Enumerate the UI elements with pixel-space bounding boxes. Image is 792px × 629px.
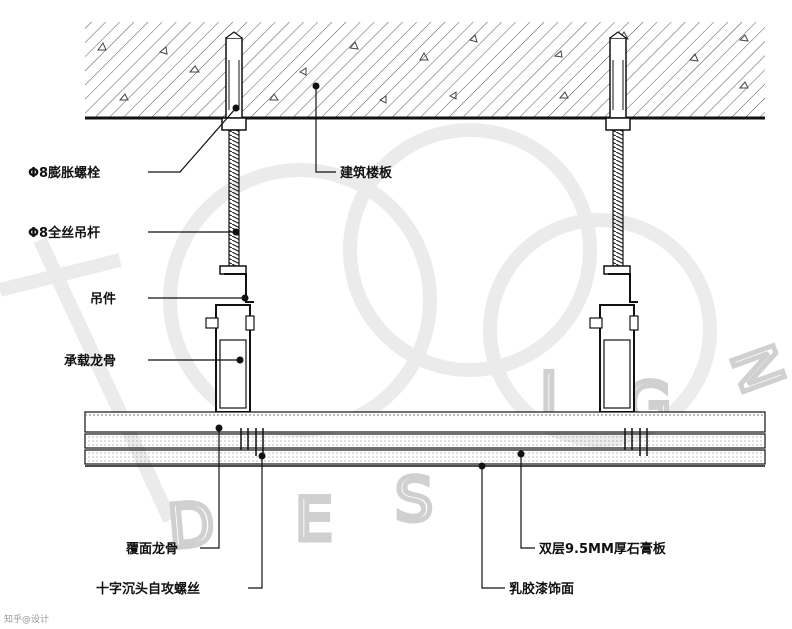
expansion-bolt-right [609,37,627,119]
svg-text:N: N [716,336,792,402]
cover-keel-band [84,411,766,433]
main-keel-left [215,304,251,413]
watermark-corner-text: 知乎@设计 [4,613,49,625]
screws [240,428,648,456]
label-screw: 十字沉头自攻螺丝 [96,581,200,597]
leader-lines [148,86,535,589]
label-cover-keel: 覆面龙骨 [126,541,178,557]
svg-text:S: S [395,465,433,535]
label-floor-slab: 建筑楼板 [340,165,393,181]
hanger-assembly-right [589,31,639,413]
label-threaded-rod: Φ8全丝吊杆 [28,225,100,241]
leader-dots [215,82,525,470]
svg-text:D: D [165,489,217,563]
label-main-keel: 承载龙骨 [64,353,116,369]
label-hanger: 吊件 [90,291,116,307]
svg-text:E: E [295,485,333,555]
main-keel-right [599,304,635,413]
label-gypsum-board: 双层9.5MM厚石膏板 [539,541,667,557]
label-expansion-bolt: Φ8膨胀螺栓 [28,165,100,181]
threaded-rod-right [612,129,624,269]
threaded-rod-left [228,129,240,269]
floor-slab [85,22,765,120]
hanger-part-right [608,273,638,303]
label-latex-paint: 乳胶漆饰面 [509,581,574,597]
gypsum-boards [84,433,766,467]
